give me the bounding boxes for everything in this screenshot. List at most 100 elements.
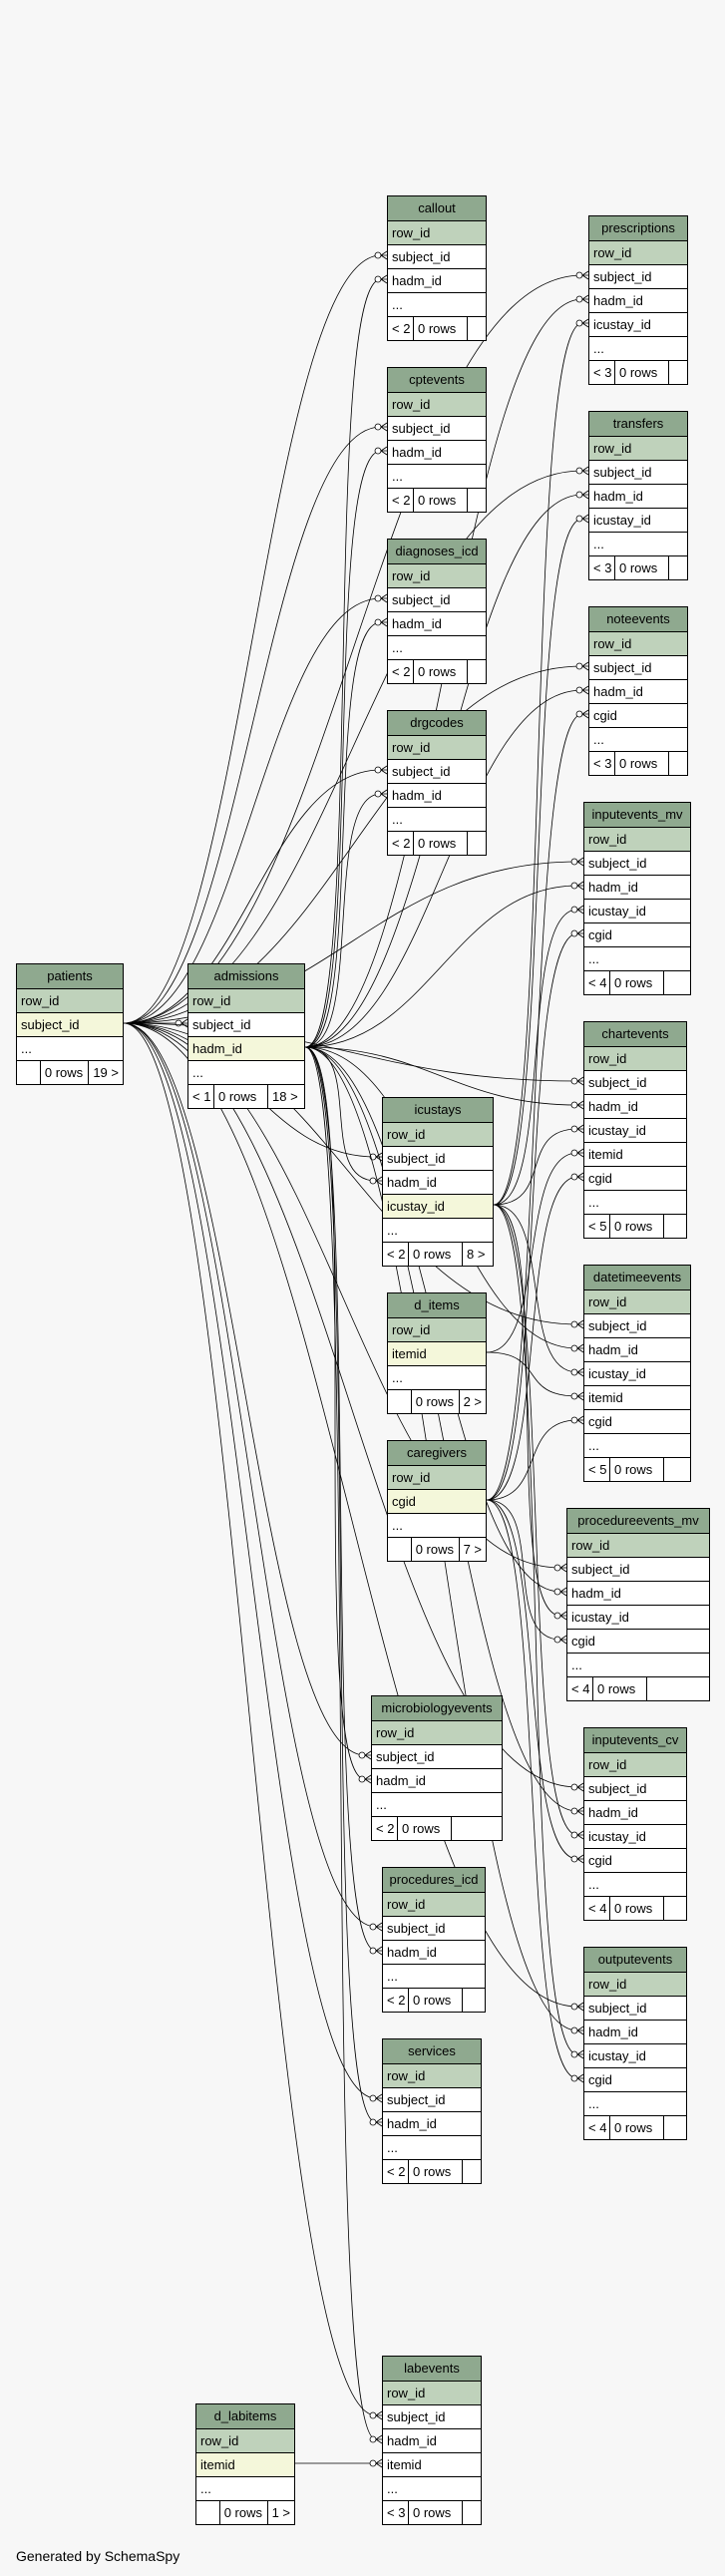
parents-count[interactable]: < 5	[584, 1215, 610, 1238]
children-count[interactable]	[669, 361, 687, 384]
children-count[interactable]	[664, 971, 690, 994]
children-count[interactable]	[664, 2116, 686, 2139]
children-count[interactable]	[647, 1677, 709, 1700]
table-title[interactable]: procedureevents_mv	[567, 1509, 709, 1533]
table-title[interactable]: transfers	[589, 412, 687, 436]
children-count[interactable]	[463, 1989, 485, 2012]
parents-count[interactable]: < 3	[383, 2501, 409, 2524]
column-subject-id: subject_id	[388, 244, 486, 268]
parents-count[interactable]	[388, 1390, 412, 1413]
table-title[interactable]: outputevents	[584, 1948, 686, 1972]
table-title[interactable]: labevents	[383, 2357, 481, 2381]
parents-count[interactable]	[17, 1061, 41, 1084]
children-count[interactable]: 8 >	[467, 1247, 486, 1262]
parents-count[interactable]: < 2	[383, 1989, 409, 2012]
parents-count[interactable]: < 2	[388, 832, 414, 855]
table-title[interactable]: inputevents_mv	[584, 803, 690, 827]
parents-count[interactable]: < 4	[567, 1677, 593, 1700]
parents-count[interactable]: < 4	[584, 971, 610, 994]
column-row-id: row_id	[17, 988, 123, 1012]
children-count[interactable]	[669, 752, 687, 775]
parents-count[interactable]: < 3	[589, 556, 615, 579]
children-count[interactable]	[463, 2501, 481, 2524]
children-count[interactable]	[463, 2160, 481, 2183]
parents-count[interactable]	[388, 1538, 412, 1561]
children-count[interactable]	[664, 1215, 686, 1238]
parents-count[interactable]: < 2	[388, 489, 414, 512]
table-title[interactable]: admissions	[188, 964, 304, 988]
children-count[interactable]: 1 >	[271, 2505, 290, 2520]
crows-foot-marker	[375, 2410, 383, 2420]
parents-count[interactable]: < 5	[584, 1458, 610, 1481]
parents-count[interactable]	[196, 2501, 220, 2524]
column-row-id: row_id	[383, 2381, 481, 2404]
children-count[interactable]	[468, 832, 486, 855]
table-title[interactable]: patients	[17, 964, 123, 988]
table-title[interactable]: prescriptions	[589, 216, 687, 240]
parents-count[interactable]: < 3	[589, 752, 615, 775]
children-count[interactable]: 7 >	[463, 1542, 482, 1557]
table-title[interactable]: procedures_icd	[383, 1868, 485, 1892]
children-count[interactable]	[664, 1897, 686, 1920]
table-title[interactable]: cptevents	[388, 368, 486, 392]
parents-count[interactable]: < 2	[383, 2160, 409, 2183]
parents-count[interactable]: < 1	[188, 1085, 214, 1108]
table-title[interactable]: diagnoses_icd	[388, 540, 486, 563]
table-title[interactable]: d_items	[388, 1293, 486, 1317]
crows-foot-marker	[576, 1830, 584, 1840]
children-count[interactable]	[468, 317, 486, 340]
children-count[interactable]	[669, 556, 687, 579]
children-count[interactable]	[468, 660, 486, 683]
table-title[interactable]: icustays	[383, 1098, 493, 1122]
table-title[interactable]: callout	[388, 196, 486, 220]
table-title[interactable]: chartevents	[584, 1022, 686, 1046]
relationship-d_items-chartevents	[486, 1152, 578, 1353]
children-count[interactable]	[468, 489, 486, 512]
parents-count[interactable]: < 3	[589, 361, 615, 384]
children-count[interactable]	[664, 1458, 690, 1481]
table-title[interactable]: caregivers	[388, 1441, 486, 1465]
table-title[interactable]: noteevents	[589, 607, 687, 631]
children-count[interactable]: 19 >	[93, 1065, 119, 1080]
more-columns: ...	[388, 1513, 486, 1537]
parents-count[interactable]: < 4	[584, 2116, 610, 2139]
table-title[interactable]: inputevents_cv	[584, 1728, 686, 1752]
table-title[interactable]: datetimeevents	[584, 1266, 690, 1289]
column-hadm-id: hadm_id	[589, 288, 687, 312]
table-title[interactable]: drgcodes	[388, 711, 486, 735]
parents-count[interactable]: < 2	[372, 1817, 398, 1840]
children-count[interactable]	[452, 1817, 502, 1840]
table-title[interactable]: services	[383, 2039, 481, 2063]
children-count[interactable]: 2 >	[463, 1394, 482, 1409]
table-title[interactable]: microbiologyevents	[372, 1696, 502, 1720]
parents-count[interactable]: < 2	[388, 317, 414, 340]
parents-count[interactable]: < 2	[388, 660, 414, 683]
parents-count[interactable]: < 2	[383, 1243, 409, 1266]
table-title[interactable]: d_labitems	[196, 2404, 294, 2428]
parents-count[interactable]: < 4	[584, 1897, 610, 1920]
children-count[interactable]: 18 >	[272, 1089, 298, 1104]
